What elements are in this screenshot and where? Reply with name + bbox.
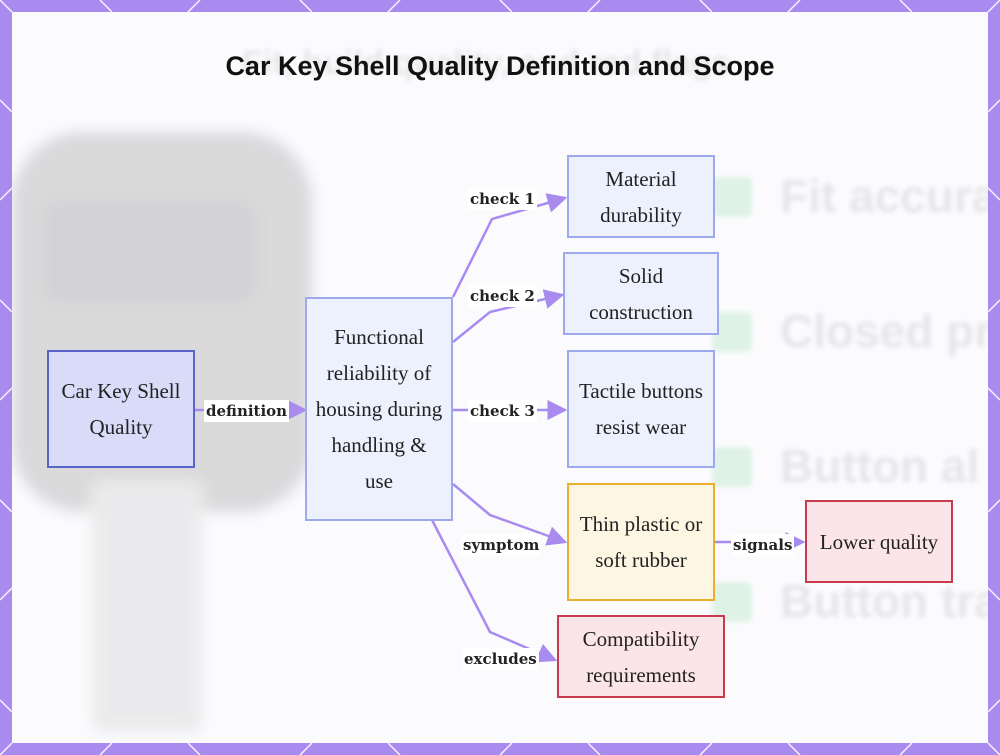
edge-label-definition: definition <box>204 400 290 422</box>
node-solid-construction: Solid construction <box>563 252 719 335</box>
diagram-card: Fit, build quality, and red flags Fit ac… <box>12 12 988 743</box>
edge-symptom <box>452 483 568 546</box>
background-item-2: Closed pr <box>780 305 988 357</box>
edge-label-check1: check 1 <box>468 188 537 210</box>
edge-label-signals: signals <box>731 534 795 556</box>
node-material-durability: Material durability <box>567 155 715 238</box>
edge-label-symptom: symptom <box>461 534 542 556</box>
node-car-key-shell-quality: Car Key Shell Quality <box>47 350 195 468</box>
edge-label-excludes: excludes <box>462 648 539 670</box>
edge-check2 <box>452 289 565 343</box>
node-thin-plastic: Thin plastic or soft rubber <box>567 483 715 601</box>
background-item-1: Fit accura <box>780 170 988 222</box>
diagram-title: Car Key Shell Quality Definition and Sco… <box>225 51 775 81</box>
background-item-3: Button al <box>780 440 979 492</box>
edge-check1 <box>451 193 568 298</box>
background-heading: Fit, build quality, and red flags <box>242 44 731 82</box>
node-tactile-buttons: Tactile buttons resist wear <box>567 350 715 468</box>
background-item-4: Button tra <box>780 575 988 627</box>
node-lower-quality: Lower quality <box>805 500 953 583</box>
node-functional-reliability: Functional reliability of housing during… <box>305 297 453 521</box>
edge-label-check3: check 3 <box>468 400 537 422</box>
node-compatibility-requirements: Compatibility requirements <box>557 615 725 698</box>
edge-label-check2: check 2 <box>468 285 537 307</box>
